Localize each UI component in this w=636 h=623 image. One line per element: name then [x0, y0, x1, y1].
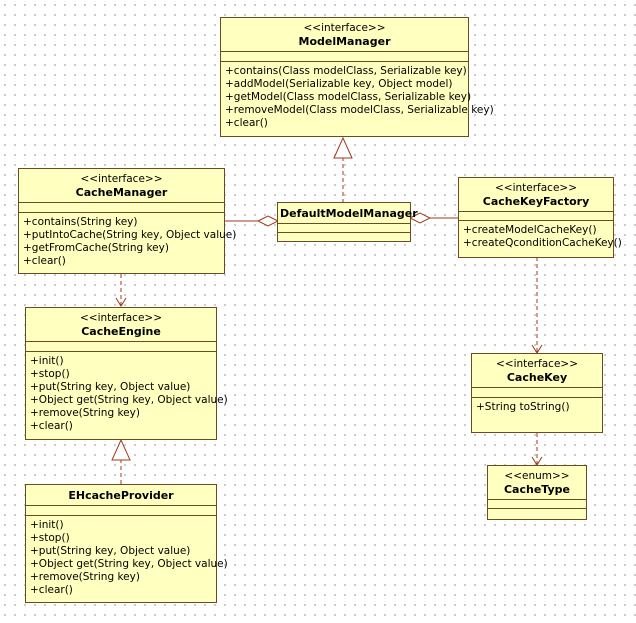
attributes-compartment	[459, 211, 613, 220]
operation: +init()	[30, 519, 64, 531]
operation: +createQconditionCacheKey()	[463, 237, 622, 249]
stereotype-label: <<interface>>	[303, 22, 386, 34]
operations-compartment: +contains(String key) +putIntoCache(Stri…	[19, 212, 237, 271]
operation: +clear()	[23, 255, 66, 267]
operation: +createModelCacheKey()	[463, 224, 597, 236]
stereotype-label: <<interface>>	[494, 182, 578, 194]
operation: +put(String key, Object value)	[30, 545, 191, 557]
operations-compartment	[278, 232, 410, 241]
operation: +putIntoCache(String key, Object value)	[23, 229, 237, 241]
stereotype-label: <<interface>>	[495, 358, 579, 370]
realization-ehcacheprovider-to-cacheengine	[111, 438, 131, 484]
operation: +addModel(Serializable key, Object model…	[225, 78, 453, 90]
attributes-compartment	[278, 223, 410, 232]
aggregation-defaultmodelmanager-cachemanager	[224, 215, 280, 227]
class-cacheengine[interactable]: <<interface>> CacheEngine +init() +stop(…	[25, 307, 228, 440]
stereotype-label: <<enum>>	[504, 470, 570, 482]
class-defaultmodelmanager[interactable]: DefaultModelManager	[277, 202, 418, 242]
operation: +remove(String key)	[30, 407, 140, 419]
attributes-compartment	[26, 505, 216, 515]
class-name: DefaultModelManager	[280, 207, 418, 220]
operations-compartment: +init() +stop() +put(String key, Object …	[26, 515, 228, 600]
operation: +Object get(String key, Object value)	[30, 558, 228, 570]
operation: +clear()	[30, 420, 73, 432]
class-cachekey[interactable]: <<interface>> CacheKey +String toString(…	[471, 353, 603, 433]
operations-compartment: +createModelCacheKey() +createQcondition…	[459, 220, 622, 253]
operations-compartment: +String toString()	[472, 397, 602, 417]
attributes-compartment	[19, 202, 224, 212]
class-name: CacheKey	[506, 371, 568, 384]
operations-compartment: +init() +stop() +put(String key, Object …	[26, 351, 228, 436]
class-cachetype[interactable]: <<enum>> CacheType	[487, 465, 587, 520]
attributes-compartment	[472, 387, 602, 397]
class-modelmanager[interactable]: <<interface>> ModelManager +contains(Cla…	[220, 17, 494, 137]
class-name: CacheKeyFactory	[482, 195, 590, 208]
class-name: CacheManager	[75, 186, 168, 199]
operation: +init()	[30, 355, 64, 367]
operation: +stop()	[30, 368, 70, 380]
attributes-compartment	[221, 51, 468, 61]
operation: +Object get(String key, Object value)	[30, 394, 228, 406]
dependency-cachemanager-cacheengine	[115, 274, 127, 307]
operation: +clear()	[225, 117, 268, 129]
operations-compartment	[488, 508, 586, 517]
operations-compartment: +contains(Class modelClass, Serializable…	[221, 61, 494, 133]
class-name: ModelManager	[298, 35, 391, 48]
class-ehcacheprovider[interactable]: EHcacheProvider +init() +stop() +put(Str…	[25, 484, 228, 603]
class-cachemanager[interactable]: <<interface>> CacheManager +contains(Str…	[18, 168, 237, 274]
class-name: EHcacheProvider	[68, 489, 174, 502]
operation: +String toString()	[476, 401, 570, 413]
class-cachekeyfactory[interactable]: <<interface>> CacheKeyFactory +createMod…	[458, 177, 622, 258]
operation: +getFromCache(String key)	[23, 242, 169, 254]
operation: +clear()	[30, 584, 73, 596]
operation: +remove(String key)	[30, 571, 140, 583]
stereotype-label: <<interface>>	[79, 312, 163, 324]
attributes-compartment	[26, 341, 216, 351]
class-name: CacheType	[503, 483, 570, 496]
class-name: CacheEngine	[81, 325, 161, 338]
operation: +removeModel(Class modelClass, Serializa…	[225, 104, 494, 116]
operation: +getModel(Class modelClass, Serializable…	[225, 91, 472, 103]
operation: +contains(Class modelClass, Serializable…	[225, 65, 467, 77]
dependency-cachekeyfactory-cachekey	[531, 257, 543, 354]
operation: +put(String key, Object value)	[30, 381, 191, 393]
attributes-compartment	[488, 499, 586, 508]
realization-defaultmodelmanager-to-modelmanager	[333, 136, 353, 203]
operation: +stop()	[30, 532, 70, 544]
operation: +contains(String key)	[23, 216, 138, 228]
aggregation-defaultmodelmanager-cachekeyfactory	[408, 212, 459, 224]
stereotype-label: <<interface>>	[80, 173, 163, 185]
dependency-cachekey-cachetype	[531, 433, 543, 466]
